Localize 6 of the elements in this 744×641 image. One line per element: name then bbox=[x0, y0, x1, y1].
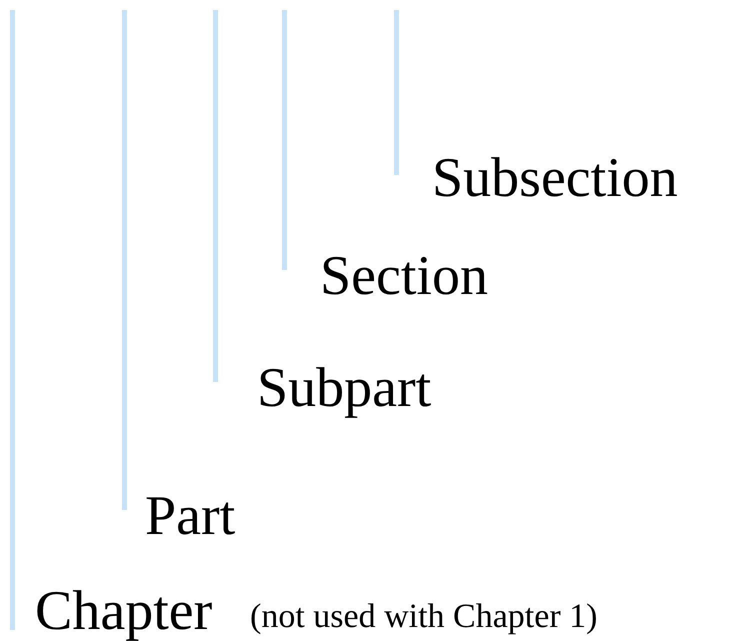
level-label: Section bbox=[320, 248, 488, 304]
level-label: Part bbox=[145, 488, 236, 544]
level-label: Subsection bbox=[432, 150, 678, 206]
level-label: Chapter bbox=[35, 583, 212, 639]
level-label: Subpart bbox=[257, 360, 432, 416]
note-text: (not used with Chapter 1) bbox=[250, 600, 598, 634]
